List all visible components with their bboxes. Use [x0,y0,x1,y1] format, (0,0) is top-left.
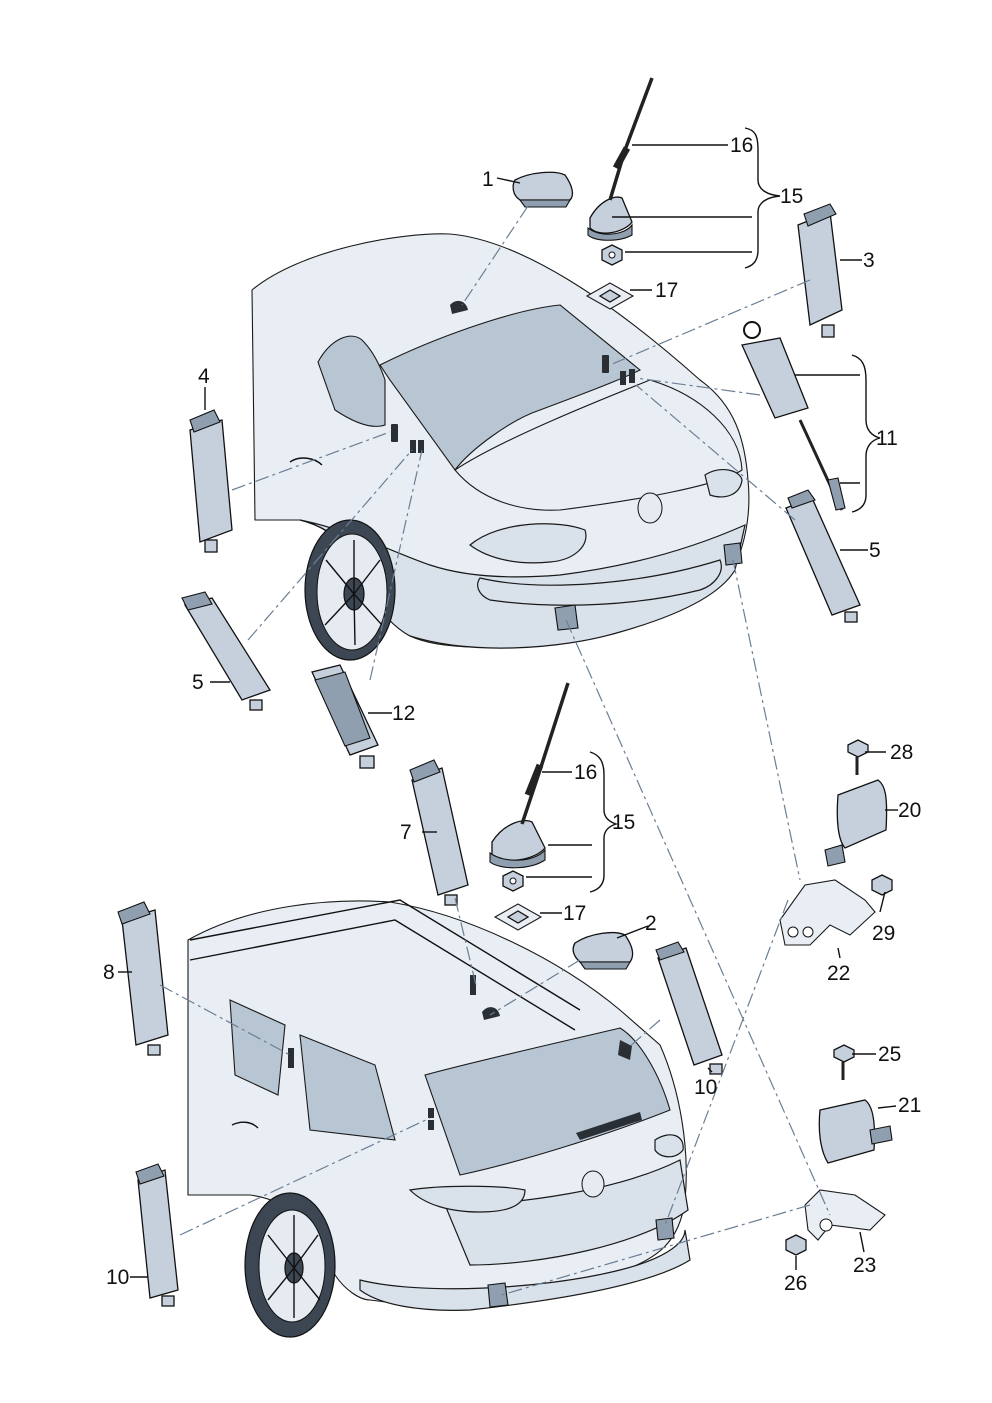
aerial-module-icon [797,203,843,338]
callout-23: 23 [853,1254,876,1277]
callout-22: 22 [827,962,850,985]
callout-10-left: 10 [106,1266,129,1289]
sedan-rear-view-icon [251,233,750,661]
callout-25: 25 [878,1043,901,1066]
callout-5-right: 5 [869,539,881,562]
callout-5-left: 5 [192,671,204,694]
aerial-module-icon [655,941,723,1075]
washer-icon [493,903,543,931]
nut-icon [785,1234,807,1256]
callout-16-mid: 16 [574,761,597,784]
aerial-module-icon [189,409,233,553]
rod-antenna-icon [587,77,654,241]
sensor-unit-icon [824,779,888,867]
callout-10-right: 10 [694,1076,717,1099]
rod-antenna-icon [489,682,570,869]
bolt-icon [833,1044,855,1080]
aerial-module-icon [117,901,169,1056]
callout-17-top: 17 [655,279,678,302]
callout-11: 11 [876,427,898,450]
callout-3: 3 [863,249,875,272]
callout-4: 4 [198,365,210,388]
aerial-module-icon [785,489,861,623]
aerial-module-icon [741,321,846,511]
callout-2: 2 [645,912,657,935]
aerial-module-icon [135,1163,179,1307]
leader-lines [118,127,898,1278]
callout-26: 26 [784,1272,807,1295]
washer-icon [585,282,635,310]
callout-8: 8 [103,961,115,984]
callout-7: 7 [400,821,412,844]
aerial-module-icon [409,759,469,906]
sensor-unit-icon [818,1099,893,1164]
callout-1: 1 [482,168,494,191]
callout-15-top: 15 [780,185,803,208]
estate-rear-view-icon [187,899,691,1338]
aerial-module-icon [311,664,379,769]
callout-17-mid: 17 [563,902,586,925]
shark-fin-antenna-icon [512,171,574,208]
bracket-icon [804,1189,886,1241]
callout-29: 29 [872,922,895,945]
nut-icon [601,244,623,266]
callout-21: 21 [898,1094,921,1117]
callout-28: 28 [890,741,913,764]
dashed-connection-lines [159,205,831,1297]
bolt-icon [847,739,869,775]
bracket-icon [779,879,876,946]
callout-12: 12 [392,702,415,725]
callout-labels: 1 2 3 4 5 5 7 8 10 10 11 12 15 15 16 16 … [103,134,921,1295]
callout-16-top: 16 [730,134,753,157]
shark-fin-antenna-icon [572,932,634,970]
callout-15-mid: 15 [612,811,635,834]
nut-icon [871,874,893,896]
nut-icon [502,870,524,892]
aerial-module-icon [181,591,271,711]
callout-20: 20 [898,799,921,822]
